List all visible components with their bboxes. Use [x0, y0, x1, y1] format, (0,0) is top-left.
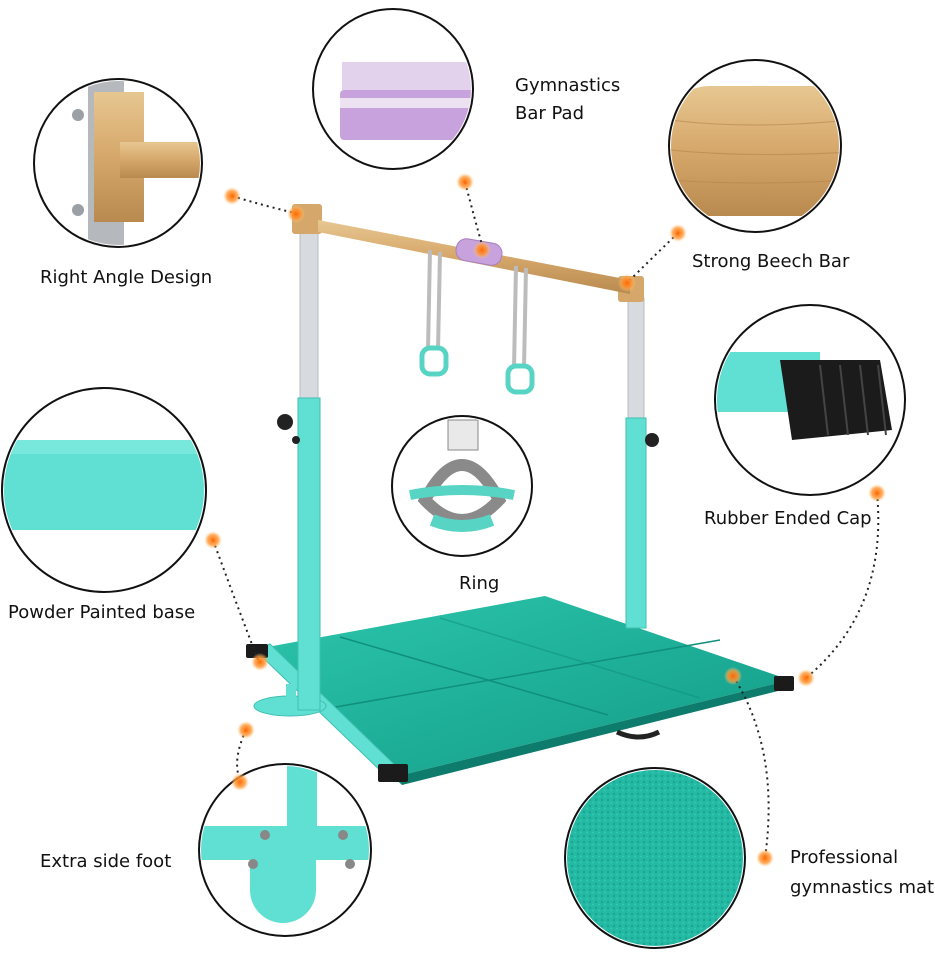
label-extra-side-foot: Extra side foot: [40, 851, 172, 872]
label-rubber-ended-cap: Rubber Ended Cap: [704, 508, 872, 529]
beech-bar: [318, 220, 630, 294]
left-upright: [277, 204, 322, 711]
callout-dots: [204, 173, 886, 867]
detail-ring: [391, 415, 533, 557]
label-right-angle-design: Right Angle Design: [40, 267, 213, 288]
gymnastics-mat: [262, 596, 790, 785]
right-upright: [618, 276, 659, 629]
detail-rubber-cap: [714, 304, 906, 496]
detail-right-angle: [33, 78, 203, 248]
label-powder-painted-base: Powder Painted base: [8, 602, 196, 623]
label-mat-line1: Professional: [790, 847, 899, 868]
dot-rubber-cap: [868, 484, 886, 502]
label-bar-pad-line2: Bar Pad: [515, 103, 585, 124]
dot-bar-pad: [456, 173, 474, 191]
detail-powder-base: [1, 387, 207, 593]
detail-beech-bar: [668, 59, 842, 233]
detail-bar-pad: [312, 8, 474, 170]
detail-mat-texture: [564, 767, 746, 949]
label-strong-beech-bar: Strong Beech Bar: [692, 251, 850, 272]
label-bar-pad-line1: Gymnastics: [515, 75, 621, 96]
detail-side-foot: [198, 763, 372, 937]
label-mat-line2: gymnastics mat: [790, 877, 935, 898]
label-ring: Ring: [459, 573, 500, 594]
dot-beech-bar: [669, 224, 687, 242]
dot-side-foot: [237, 721, 255, 739]
rubber-cap-front: [378, 764, 408, 782]
dot-right-angle: [223, 187, 241, 205]
dot-powder-base: [204, 531, 222, 549]
hanging-rings: [419, 249, 535, 395]
dot-mat: [724, 667, 742, 685]
